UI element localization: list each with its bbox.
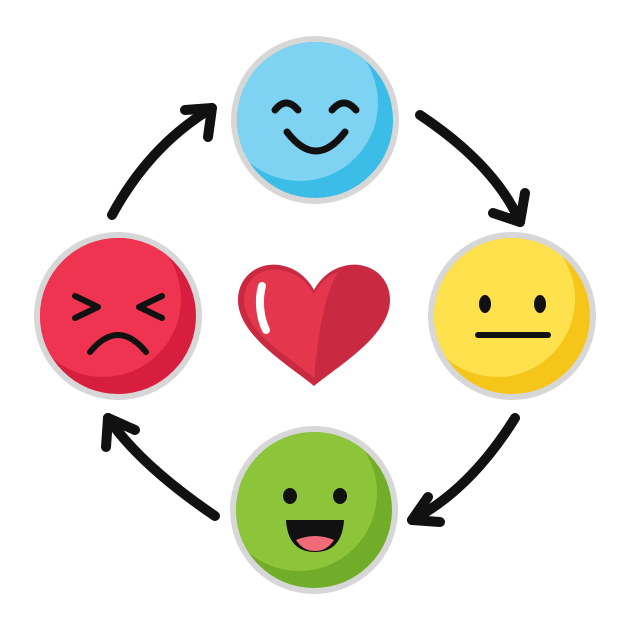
happy-face-icon (231, 36, 399, 204)
angry-face-icon (34, 232, 202, 400)
heart-icon (238, 264, 390, 386)
laughing-face-icon (230, 426, 398, 594)
arrow-neutral-to-laughing (407, 413, 520, 527)
arrow-laughing-to-angry (101, 413, 220, 521)
neutral-face-icon (428, 232, 596, 400)
arrow-happy-to-neutral (415, 110, 530, 227)
arrow-angry-to-happy (107, 103, 217, 220)
